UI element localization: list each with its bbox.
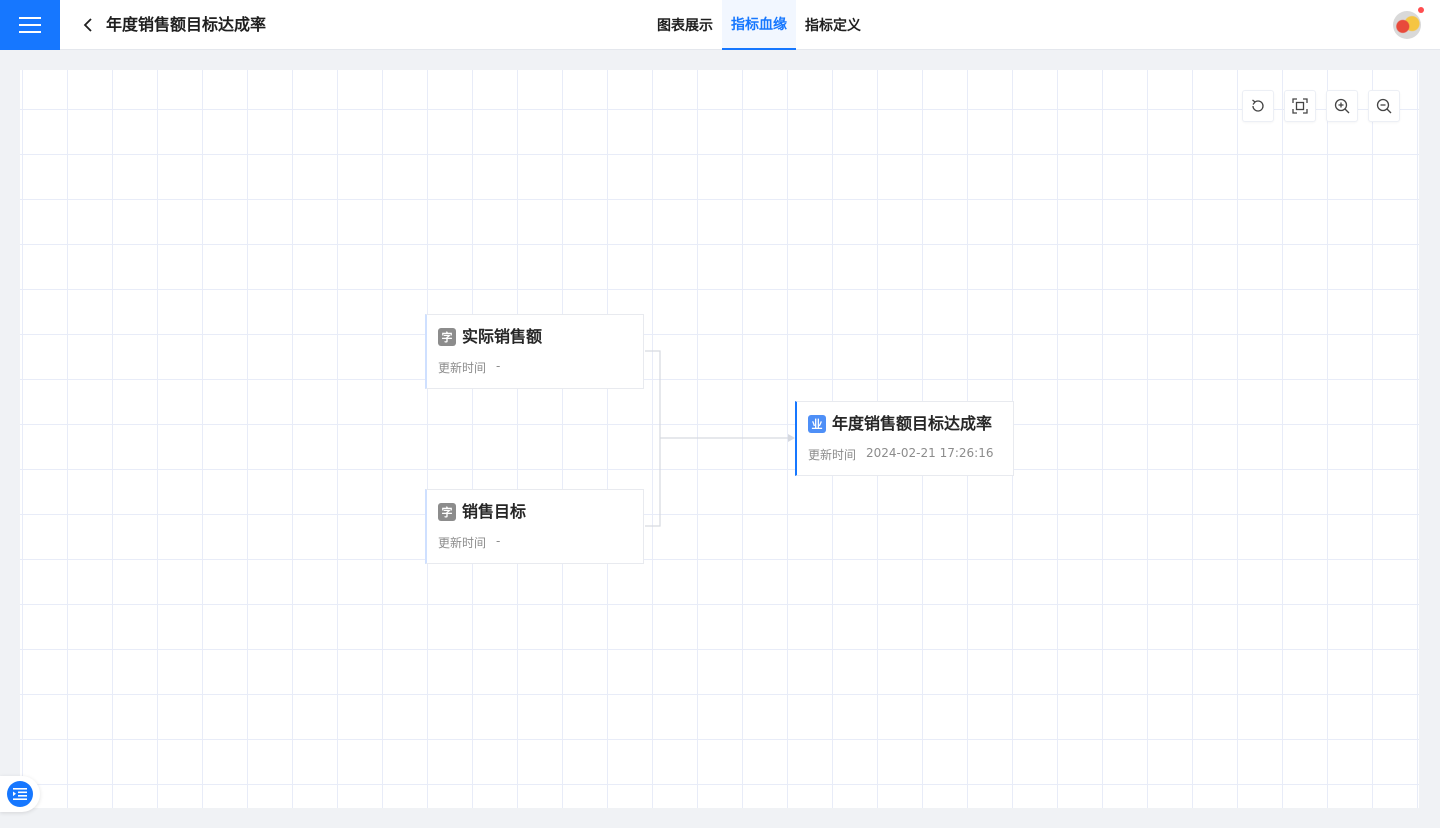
tab-metric-definition[interactable]: 指标定义 <box>805 18 861 34</box>
zoom-in-icon <box>1334 98 1350 114</box>
hamburger-menu-icon <box>19 17 41 33</box>
edge-actual-sales <box>645 350 661 438</box>
business-type-badge: 业 <box>808 415 826 433</box>
zoom-out-icon <box>1376 98 1392 114</box>
updated-value: - <box>496 359 501 373</box>
lineage-canvas[interactable]: 字 实际销售额 更新时间 - 字 销售目标 更新时间 - 业 年度销售额目标达成… <box>20 70 1419 808</box>
fit-view-icon <box>1292 98 1308 114</box>
updated-value: - <box>496 534 501 548</box>
tab-chart-display[interactable]: 图表展示 <box>657 18 713 34</box>
node-title: 实际销售额 <box>462 327 543 346</box>
lineage-node-target-metric[interactable]: 业 年度销售额目标达成率 更新时间 2024-02-21 17:26:16 <box>795 401 1014 476</box>
chevron-left-icon <box>83 18 92 32</box>
node-title: 年度销售额目标达成率 <box>832 414 993 433</box>
zoom-out-button[interactable] <box>1368 90 1400 122</box>
lineage-node-actual-sales[interactable]: 字 实际销售额 更新时间 - <box>425 314 644 389</box>
canvas-toolbar <box>1242 90 1400 122</box>
updated-value: 2024-02-21 17:26:16 <box>866 446 994 460</box>
updated-label: 更新时间 <box>438 536 487 550</box>
fit-view-button[interactable] <box>1284 90 1316 122</box>
side-panel-toggle-button[interactable] <box>0 776 40 812</box>
zoom-in-button[interactable] <box>1326 90 1358 122</box>
field-type-badge: 字 <box>438 503 456 521</box>
back-button[interactable] <box>78 14 98 36</box>
view-tabs: 图表展示 指标血缘 指标定义 <box>648 0 870 50</box>
outline-list-icon <box>13 788 27 800</box>
lineage-node-sales-target[interactable]: 字 销售目标 更新时间 - <box>425 489 644 564</box>
refresh-icon <box>1252 99 1264 112</box>
lineage-connectors <box>645 350 795 527</box>
field-type-badge: 字 <box>438 328 456 346</box>
tab-metric-lineage[interactable]: 指标血缘 <box>722 0 796 50</box>
edge-arrowhead <box>788 434 795 442</box>
edge-sales-target <box>645 438 661 527</box>
refresh-button[interactable] <box>1242 90 1274 122</box>
updated-label: 更新时间 <box>438 361 487 375</box>
top-bar: 年度销售额目标达成率 图表展示 指标血缘 指标定义 <box>0 0 1440 50</box>
user-avatar[interactable] <box>1393 11 1421 39</box>
updated-label: 更新时间 <box>808 448 857 462</box>
page-title: 年度销售额目标达成率 <box>106 15 267 34</box>
node-title: 销售目标 <box>462 502 527 521</box>
notification-dot <box>1418 7 1424 13</box>
menu-button[interactable] <box>0 0 60 50</box>
